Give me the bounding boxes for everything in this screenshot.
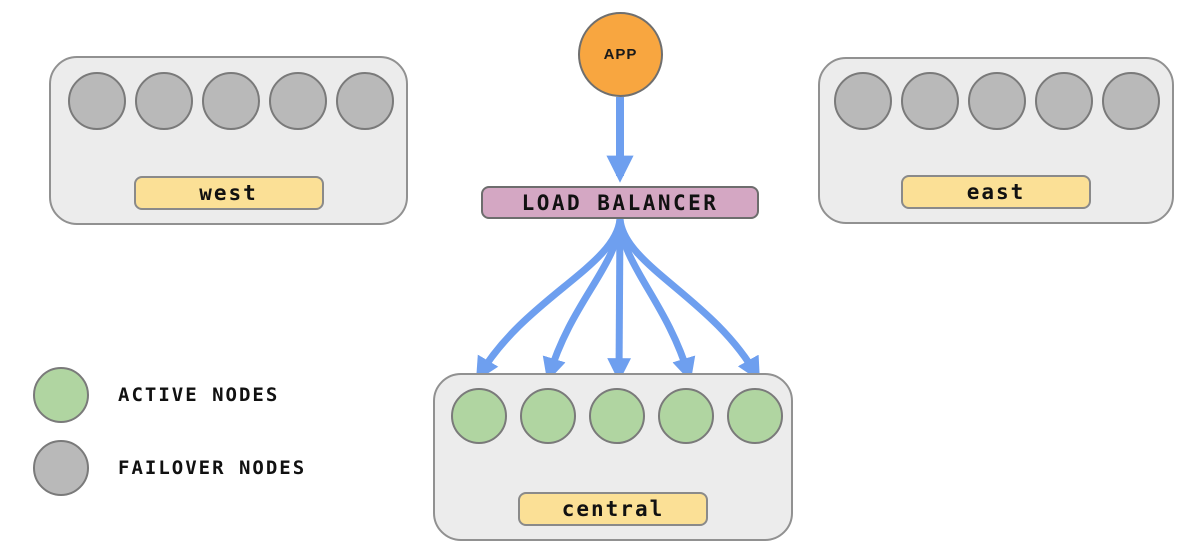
legend-label-failover: FAILOVER NODES — [118, 457, 307, 479]
failover-node-circle — [68, 72, 126, 130]
failover-node-circle — [202, 72, 260, 130]
central-node-row — [451, 388, 783, 444]
region-label-central: central — [518, 492, 708, 526]
app-label: APP — [603, 46, 638, 63]
load-balancer: LOAD BALANCER — [481, 186, 759, 219]
active-node-circle — [658, 388, 714, 444]
lb-fanout-arrow-4 — [616, 218, 696, 382]
region-west: west — [49, 56, 408, 225]
active-node-circle — [520, 388, 576, 444]
region-label-west: west — [133, 176, 324, 210]
failover-node-circle — [336, 72, 394, 130]
failover-node-circle — [901, 72, 959, 130]
lb-fanout-arrow-3 — [607, 218, 632, 382]
active-node-circle — [727, 388, 783, 444]
legend-label-active: ACTIVE NODES — [118, 384, 280, 406]
failover-node-circle — [135, 72, 193, 130]
failover-node-circle — [1035, 72, 1093, 130]
failover-node-circle — [1102, 72, 1160, 130]
active-node-circle — [589, 388, 645, 444]
failover-node-swatch — [33, 440, 89, 496]
active-node-circle — [451, 388, 507, 444]
lb-fanout-arrow-5 — [616, 218, 761, 382]
legend-item-failover: FAILOVER NODES — [33, 440, 306, 496]
failover-node-circle — [968, 72, 1026, 130]
load-balancer-label: LOAD BALANCER — [521, 190, 719, 215]
active-node-swatch — [33, 367, 89, 423]
east-node-row — [834, 72, 1160, 130]
failover-node-circle — [269, 72, 327, 130]
region-label-east: east — [901, 175, 1091, 209]
lb-fanout-arrow-2 — [542, 218, 624, 382]
lb-fanout-arrow-1 — [475, 218, 624, 382]
region-east: east — [818, 57, 1174, 224]
failover-node-circle — [834, 72, 892, 130]
region-central: central — [433, 373, 793, 541]
legend-item-active: ACTIVE NODES — [33, 367, 279, 423]
app-node: APP — [578, 12, 663, 97]
west-node-row — [68, 72, 394, 130]
